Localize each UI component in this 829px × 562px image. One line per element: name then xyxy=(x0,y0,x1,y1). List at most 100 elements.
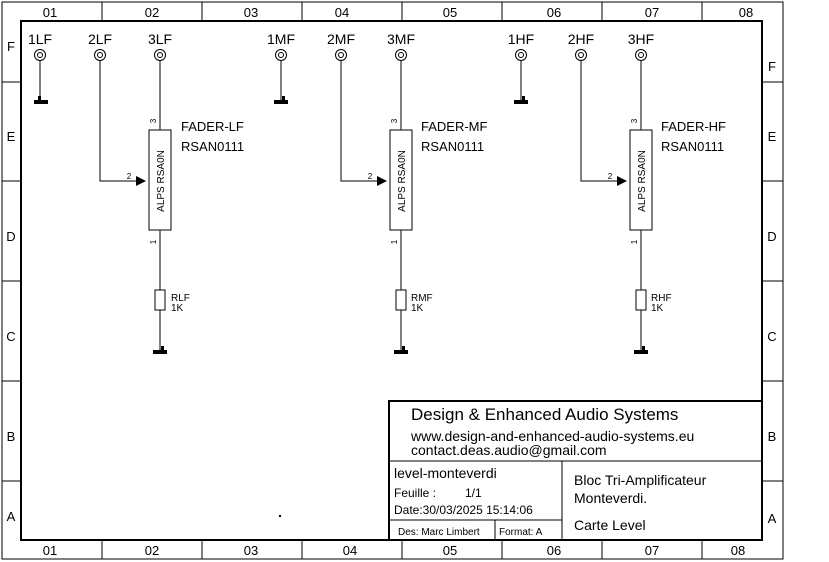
row-label: D xyxy=(6,229,15,244)
col-label: 06 xyxy=(547,5,561,20)
resistor-label: RLF xyxy=(171,293,190,304)
connector-label: 1HF xyxy=(508,31,534,47)
fader-part-text: ALPS RSA0N xyxy=(156,150,167,212)
resistor-value: 1K xyxy=(411,303,424,314)
col-label: 01 xyxy=(43,543,57,558)
resistor-value: 1K xyxy=(651,303,664,314)
pin-number: 1 xyxy=(630,239,639,244)
ground-icon xyxy=(274,96,288,104)
fader-ref: RSAN0111 xyxy=(421,139,484,154)
resistor-label: RMF xyxy=(411,293,433,304)
connector-label: 2HF xyxy=(568,31,594,47)
row-labels-right: F E D C B A xyxy=(767,59,776,526)
col-label: 04 xyxy=(343,543,357,558)
row-ticks xyxy=(2,81,783,482)
ground-icon xyxy=(634,346,648,354)
row-label: B xyxy=(768,429,777,444)
connector-label: 3LF xyxy=(148,31,172,47)
row-label: C xyxy=(767,329,776,344)
row-label: A xyxy=(768,511,777,526)
col-label: 07 xyxy=(645,543,659,558)
resistor-icon xyxy=(635,289,647,311)
col-label: 03 xyxy=(244,543,258,558)
file-name: level-monteverdi xyxy=(394,465,497,481)
row-label: D xyxy=(767,229,776,244)
column-ticks xyxy=(101,2,703,559)
company-email: contact.deas.audio@gmail.com xyxy=(411,442,607,458)
col-label: 03 xyxy=(244,5,258,20)
resistor-icon xyxy=(395,289,407,311)
title-block-frame xyxy=(388,400,763,541)
column-labels-top: 01 02 03 04 05 06 07 08 xyxy=(43,5,753,20)
connector-label: 1MF xyxy=(267,31,295,47)
fader-ref: RSAN0111 xyxy=(181,139,244,154)
ground-icon xyxy=(514,96,528,104)
designer: Des: Marc Limbert xyxy=(398,527,480,538)
fader-ref: RSAN0111 xyxy=(661,139,724,154)
board-name: Carte Level xyxy=(574,517,646,533)
resistor-icon xyxy=(154,289,166,311)
row-label: E xyxy=(768,129,777,144)
paper-format: Format: A xyxy=(499,527,543,538)
stray-dot xyxy=(279,515,281,517)
row-label: E xyxy=(7,129,16,144)
project-title-line1: Bloc Tri-Amplificateur xyxy=(574,472,707,488)
sheet-value: 1/1 xyxy=(465,486,482,500)
pin-number: 3 xyxy=(630,118,639,123)
pin-number: 1 xyxy=(149,239,158,244)
row-labels-left: F E D C B A xyxy=(6,39,15,524)
pin-number: 2 xyxy=(127,172,132,181)
pin-number: 1 xyxy=(390,239,399,244)
pin-number: 3 xyxy=(390,118,399,123)
inner-frame xyxy=(20,20,763,541)
fader-label: FADER-MF xyxy=(421,119,488,134)
fader-part-text: ALPS RSA0N xyxy=(397,150,408,212)
pin-number: 3 xyxy=(149,118,158,123)
ground-icon xyxy=(153,346,167,354)
revision-date: Date:30/03/2025 15:14:06 xyxy=(394,503,533,517)
connector-pad-icon xyxy=(275,49,287,61)
connector-pad-icon xyxy=(154,49,166,61)
sheet-label: Feuille : xyxy=(394,486,436,500)
connector-label: 2LF xyxy=(88,31,112,47)
project-title-line2: Monteverdi. xyxy=(574,490,647,506)
fader-part-text: ALPS RSA0N xyxy=(637,150,648,212)
channel-hf: 1HF 2HF 3HF 2 3 ALPS RSA0N FADER-HF RSAN… xyxy=(508,31,726,354)
ground-icon xyxy=(394,346,408,354)
row-label: F xyxy=(768,59,776,74)
company-website: www.design-and-enhanced-audio-systems.eu xyxy=(410,428,694,444)
resistor-value: 1K xyxy=(171,303,184,314)
connector-pad-icon xyxy=(635,49,647,61)
connector-label: 3HF xyxy=(628,31,654,47)
col-label: 05 xyxy=(443,5,457,20)
connector-pad-icon xyxy=(575,49,587,61)
col-label: 07 xyxy=(645,5,659,20)
channel-lf: 1LF 2LF 3LF 2 3 ALPS RSA0N FADER-LF RSAN… xyxy=(28,31,244,354)
col-label: 05 xyxy=(443,543,457,558)
col-label: 04 xyxy=(335,5,349,20)
ground-icon xyxy=(34,96,48,104)
fader-label: FADER-LF xyxy=(181,119,244,134)
connector-pad-icon xyxy=(515,49,527,61)
resistor-label: RHF xyxy=(651,293,672,304)
wiper-arrow-icon xyxy=(377,176,387,186)
col-label: 01 xyxy=(43,5,57,20)
wiper-arrow-icon xyxy=(136,176,146,186)
connector-label: 3MF xyxy=(387,31,415,47)
connector-label: 2MF xyxy=(327,31,355,47)
wiper-arrow-icon xyxy=(617,176,627,186)
channel-mf: 1MF 2MF 3MF 2 3 ALPS RSA0N FADER-MF RSAN… xyxy=(267,31,488,354)
row-label: C xyxy=(6,329,15,344)
connector-pad-icon xyxy=(395,49,407,61)
col-label: 02 xyxy=(145,5,159,20)
connector-label: 1LF xyxy=(28,31,52,47)
title-block: Design & Enhanced Audio Systems www.desi… xyxy=(388,400,763,541)
connector-pad-icon xyxy=(34,49,46,61)
column-labels-bottom: 01 02 03 04 05 06 07 08 xyxy=(43,543,745,558)
pin-number: 2 xyxy=(608,172,613,181)
row-label: F xyxy=(7,39,15,54)
pin-number: 2 xyxy=(368,172,373,181)
row-label: A xyxy=(7,509,16,524)
col-label: 06 xyxy=(547,543,561,558)
